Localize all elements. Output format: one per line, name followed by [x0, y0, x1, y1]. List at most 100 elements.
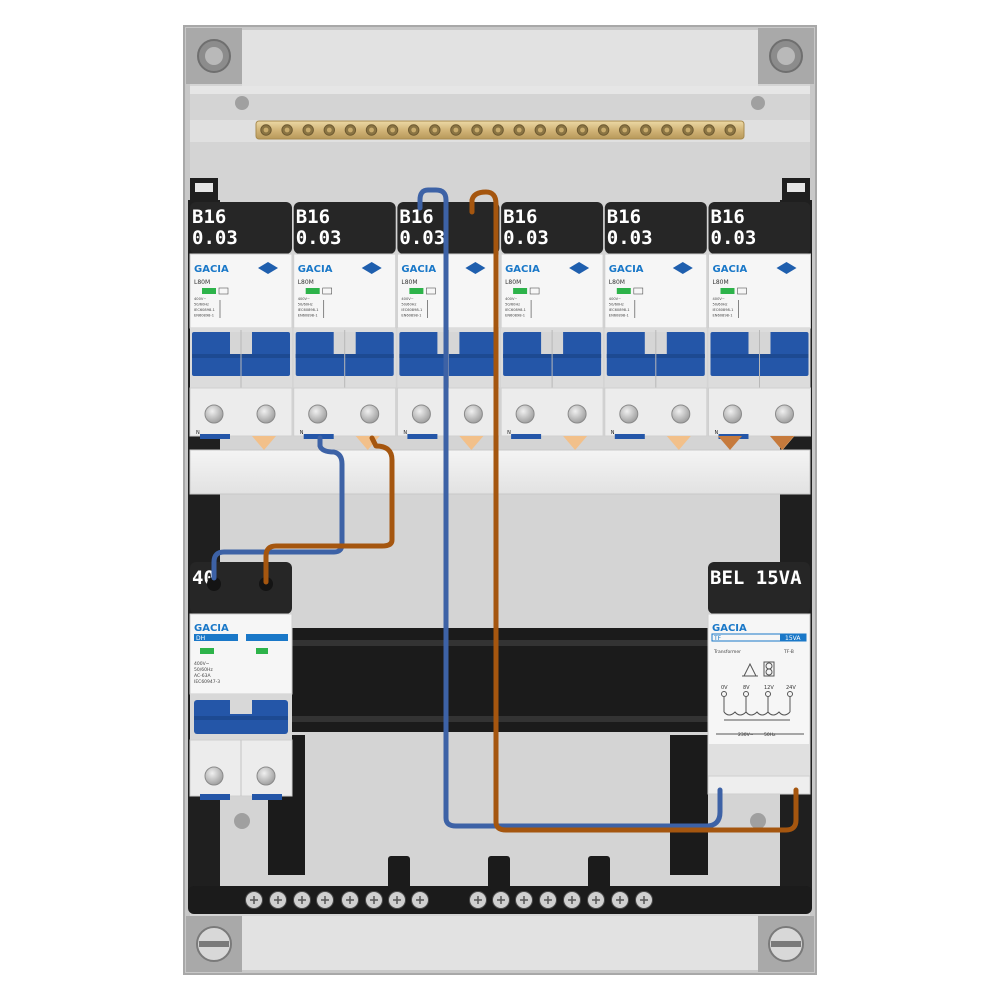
rcbo-module: B160.03GACIAL80M400V~50/60HzIEC60898-1EN…	[189, 202, 293, 450]
earth-terminal-screw	[601, 127, 606, 133]
standard-mark-icon	[218, 287, 229, 295]
terminal-screw[interactable]	[411, 404, 431, 424]
spec-line: 50/60Hz	[401, 303, 416, 307]
cross-screw-icon	[298, 896, 306, 904]
terminal-screw[interactable]	[567, 404, 587, 424]
standard-mark-icon	[633, 287, 644, 295]
neutral-mark: N	[403, 430, 407, 436]
rcbo-model: L80M	[401, 279, 417, 286]
live-lead	[666, 436, 691, 450]
spec-line: EN60898-1	[713, 314, 733, 318]
trip-indicator	[513, 288, 528, 294]
earth-terminal-screw	[664, 127, 670, 133]
cross-screw-icon	[592, 896, 600, 904]
spec-line: IEC60947-3	[194, 679, 220, 685]
earth-terminal-screw	[622, 127, 628, 133]
cross-screw-icon	[393, 896, 401, 904]
live-lead	[252, 436, 276, 450]
trip-indicator	[305, 288, 320, 294]
spec-line: 400V~	[194, 297, 206, 301]
live-wire-main-switch	[263, 435, 395, 585]
spec-line: IEC60898-1	[505, 308, 526, 312]
main-switch: 40 GACIA DH 400V~ 50/60Hz AC-63A IEC6094…	[189, 562, 293, 800]
live-wire-transformer	[469, 189, 799, 833]
neutral-wire-transformer	[443, 217, 723, 829]
terminal-screw[interactable]	[204, 404, 224, 424]
neutral-mark: N	[611, 430, 615, 436]
rcbo-rating-label: B16	[503, 206, 537, 228]
trip-indicator	[720, 288, 735, 294]
spec-line: IEC60898-1	[609, 308, 630, 312]
trip-indicator	[202, 288, 216, 294]
rcbo-rating-label: B16	[296, 206, 330, 228]
earth-terminal-screw	[348, 127, 353, 133]
terminal-screw[interactable]	[619, 404, 639, 424]
rcbo-module: B160.03GACIAL80M400V~50/60HzIEC60898-1EN…	[604, 202, 708, 450]
live-lead	[563, 436, 588, 450]
cross-screw-icon	[544, 896, 552, 904]
earth-terminal-screw	[580, 127, 585, 133]
spec-line: IEC60898-1	[401, 308, 422, 312]
input-voltage: 230V~	[738, 732, 754, 738]
rcbo-label-cap	[293, 202, 396, 254]
earth-busbar	[255, 120, 745, 140]
rcbo-label-cap	[190, 202, 292, 254]
earth-terminal-screw	[432, 127, 438, 133]
spec-line: EN60898-1	[194, 314, 214, 318]
spec-line: EN60898-1	[298, 314, 318, 318]
terminal-screw[interactable]	[723, 404, 742, 424]
live-lead	[770, 436, 794, 450]
earth-terminal-screw	[559, 127, 564, 133]
brand-diamond-icon	[776, 262, 797, 274]
spec-line: 400V~	[298, 297, 310, 301]
earth-terminal-screw	[643, 127, 649, 133]
mounting-hole	[750, 813, 766, 829]
terminal-screw[interactable]	[256, 404, 276, 424]
brand-logo: GACIA	[609, 264, 644, 275]
wiring	[211, 187, 799, 833]
brand-logo: GACIA	[401, 264, 436, 275]
terminal-screw[interactable]	[463, 404, 483, 424]
brand-diamond-icon	[465, 262, 486, 274]
earth-terminal-screw	[706, 127, 712, 133]
bell-transformer-type: Transformer	[713, 649, 741, 655]
rcbo-rating-label: B16	[192, 206, 226, 228]
terminal-screw[interactable]	[360, 404, 380, 424]
neutral-mark: N	[715, 430, 719, 436]
main-switch-toggle[interactable]	[194, 700, 288, 734]
mounting-hole	[751, 96, 765, 110]
live-lead	[459, 436, 484, 450]
rcbo-rating-label: B16	[607, 206, 641, 228]
main-switch-model: DH	[196, 635, 205, 642]
terminal-screw[interactable]	[671, 404, 691, 424]
brand-logo: GACIA	[298, 264, 333, 275]
cross-screw-icon	[474, 896, 482, 904]
rcbo-module: B160.03GACIAL80M400V~50/60HzIEC60898-1EN…	[293, 202, 397, 450]
cross-screw-icon	[346, 896, 354, 904]
earth-terminal-screw	[326, 127, 332, 133]
terminal-screw[interactable]	[515, 404, 535, 424]
input-frequency: 50Hz	[764, 732, 776, 738]
spec-line: EN60898-1	[609, 314, 629, 318]
terminal-screw[interactable]	[775, 404, 794, 424]
terminal-screw[interactable]	[204, 766, 224, 786]
output-terminal-label: 12V	[764, 685, 774, 691]
spec-line: 400V~	[609, 297, 621, 301]
standard-mark-icon	[426, 287, 436, 295]
spec-line: EN60898-1	[401, 314, 421, 318]
bell-transformer-label: BEL 15VA	[710, 567, 802, 589]
cross-screw-icon	[497, 896, 505, 904]
rcbo-sensitivity-label: 0.03	[503, 227, 549, 249]
brand-diamond-icon	[672, 262, 693, 274]
standard-mark-icon	[322, 287, 333, 295]
earth-terminal-screw	[474, 127, 480, 133]
bell-icon	[742, 662, 758, 677]
bell-transformer: BEL 15VA GACIA TF 15VA Transformer TF-B …	[707, 562, 811, 795]
brand-logo: GACIA	[713, 264, 748, 275]
terminal-screw[interactable]	[308, 404, 328, 424]
trip-indicator	[616, 288, 631, 294]
cross-screw-icon	[370, 896, 378, 904]
terminal-screw[interactable]	[256, 766, 276, 786]
brand-diamond-icon	[361, 262, 382, 274]
rcbo-module: B160.03GACIAL80M400V~50/60HzIEC60898-1EN…	[708, 202, 811, 450]
